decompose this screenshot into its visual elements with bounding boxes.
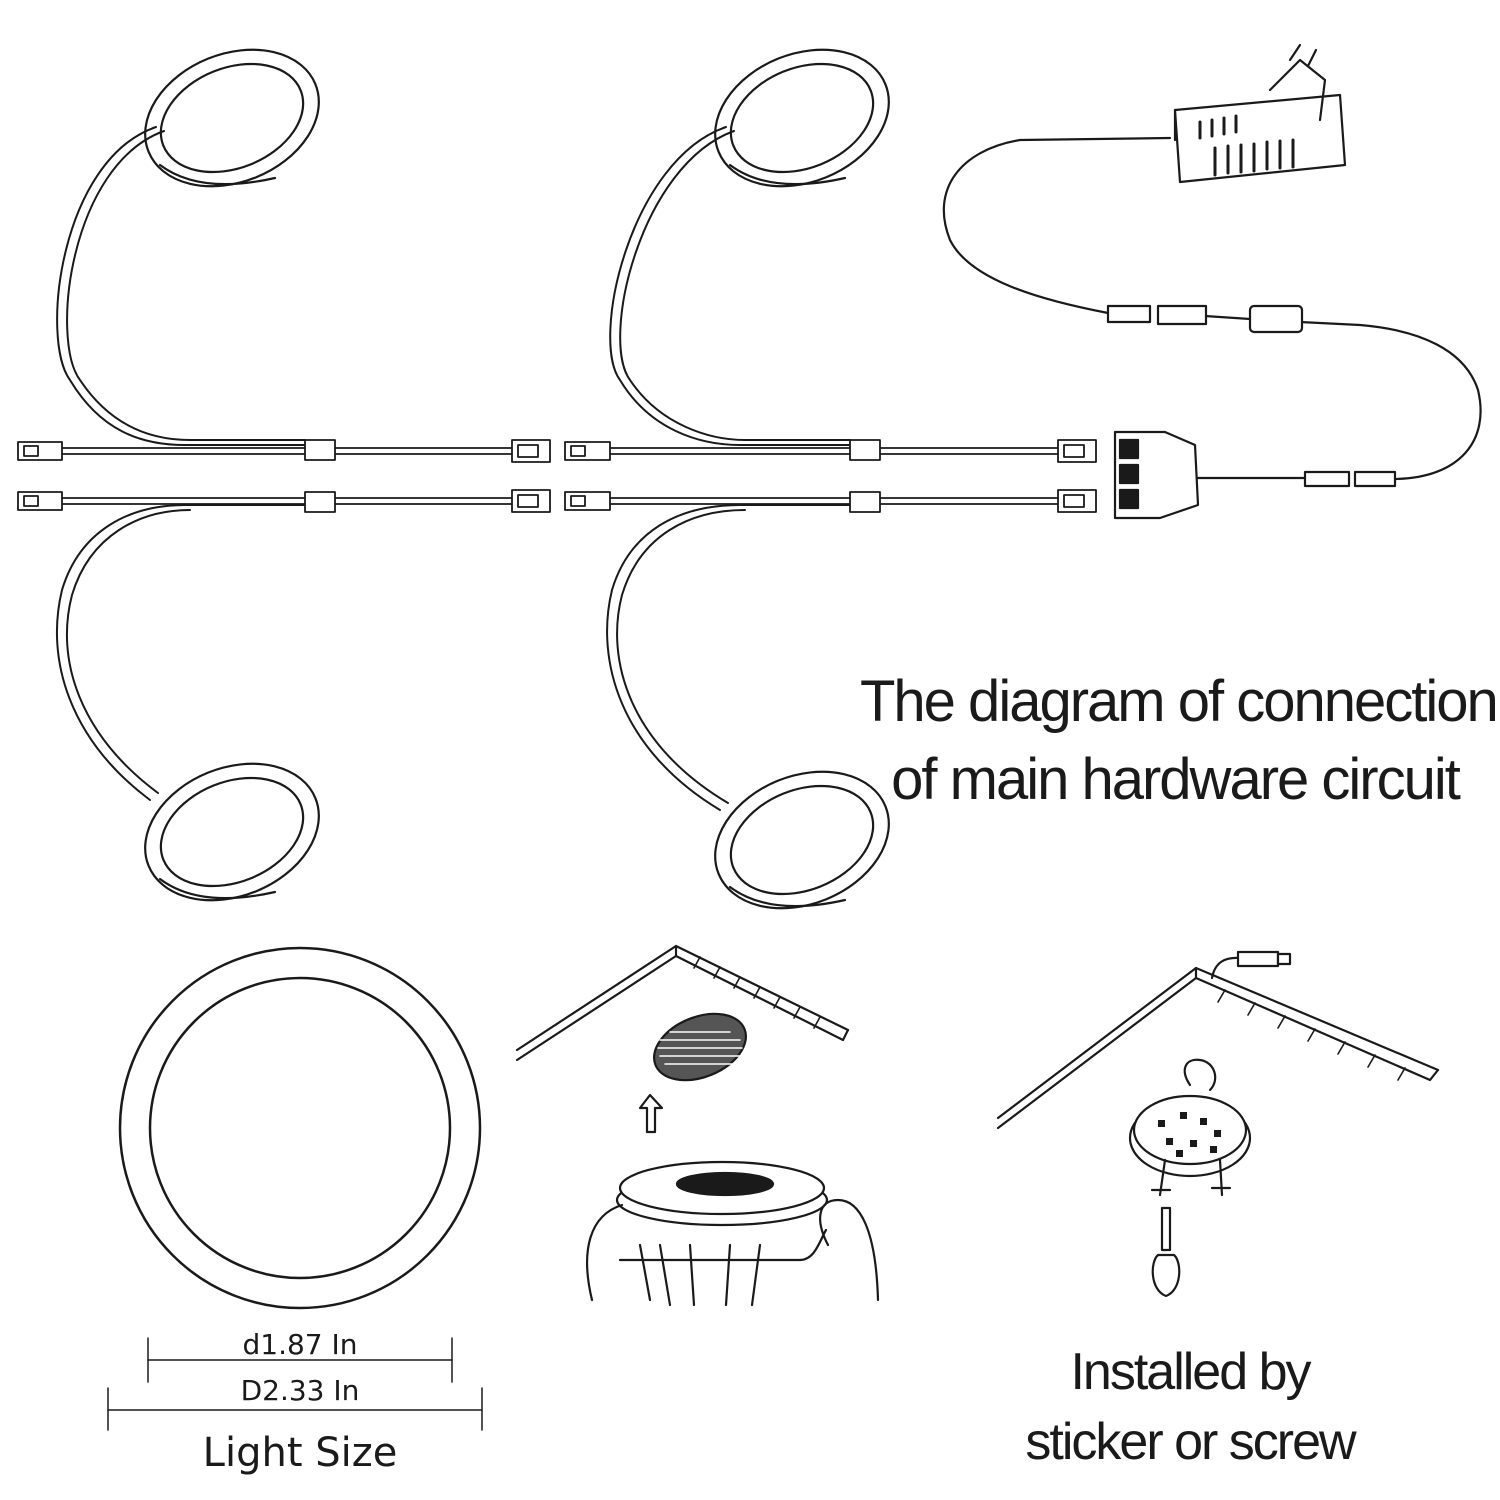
- installation-caption-line-2: sticker or screw: [1025, 1413, 1356, 1471]
- connection-diagram-title-line-2: of main hardware circuit: [891, 747, 1461, 812]
- puck-light-bottom-left: [144, 762, 320, 902]
- outer-diameter-label: D2.33 In: [240, 1374, 360, 1407]
- distribution-hub: [1113, 320, 1482, 520]
- horizontal-wires: [61, 447, 1059, 505]
- dimension-lines: [107, 1337, 483, 1431]
- inner-diameter-label: d1.87 In: [242, 1328, 358, 1361]
- connection-diagram-title-line-1: The diagram of connection: [860, 669, 1499, 734]
- sticker-installation-illustration: [515, 944, 880, 1307]
- puck-light-bottom-middle: [714, 770, 890, 910]
- puck-light-top-middle: [714, 48, 890, 188]
- power-cable: [942, 136, 1304, 334]
- light-size-caption: Light Size: [202, 1430, 398, 1476]
- power-adapter: [1173, 43, 1347, 184]
- puck-cables: [55, 126, 851, 811]
- screw-installation-illustration: [996, 950, 1440, 1298]
- light-size-ring: [118, 946, 482, 1310]
- connectors: [17, 439, 1097, 513]
- puck-light-top-left: [144, 48, 320, 188]
- installation-caption-line-1: Installed by: [1070, 1343, 1311, 1401]
